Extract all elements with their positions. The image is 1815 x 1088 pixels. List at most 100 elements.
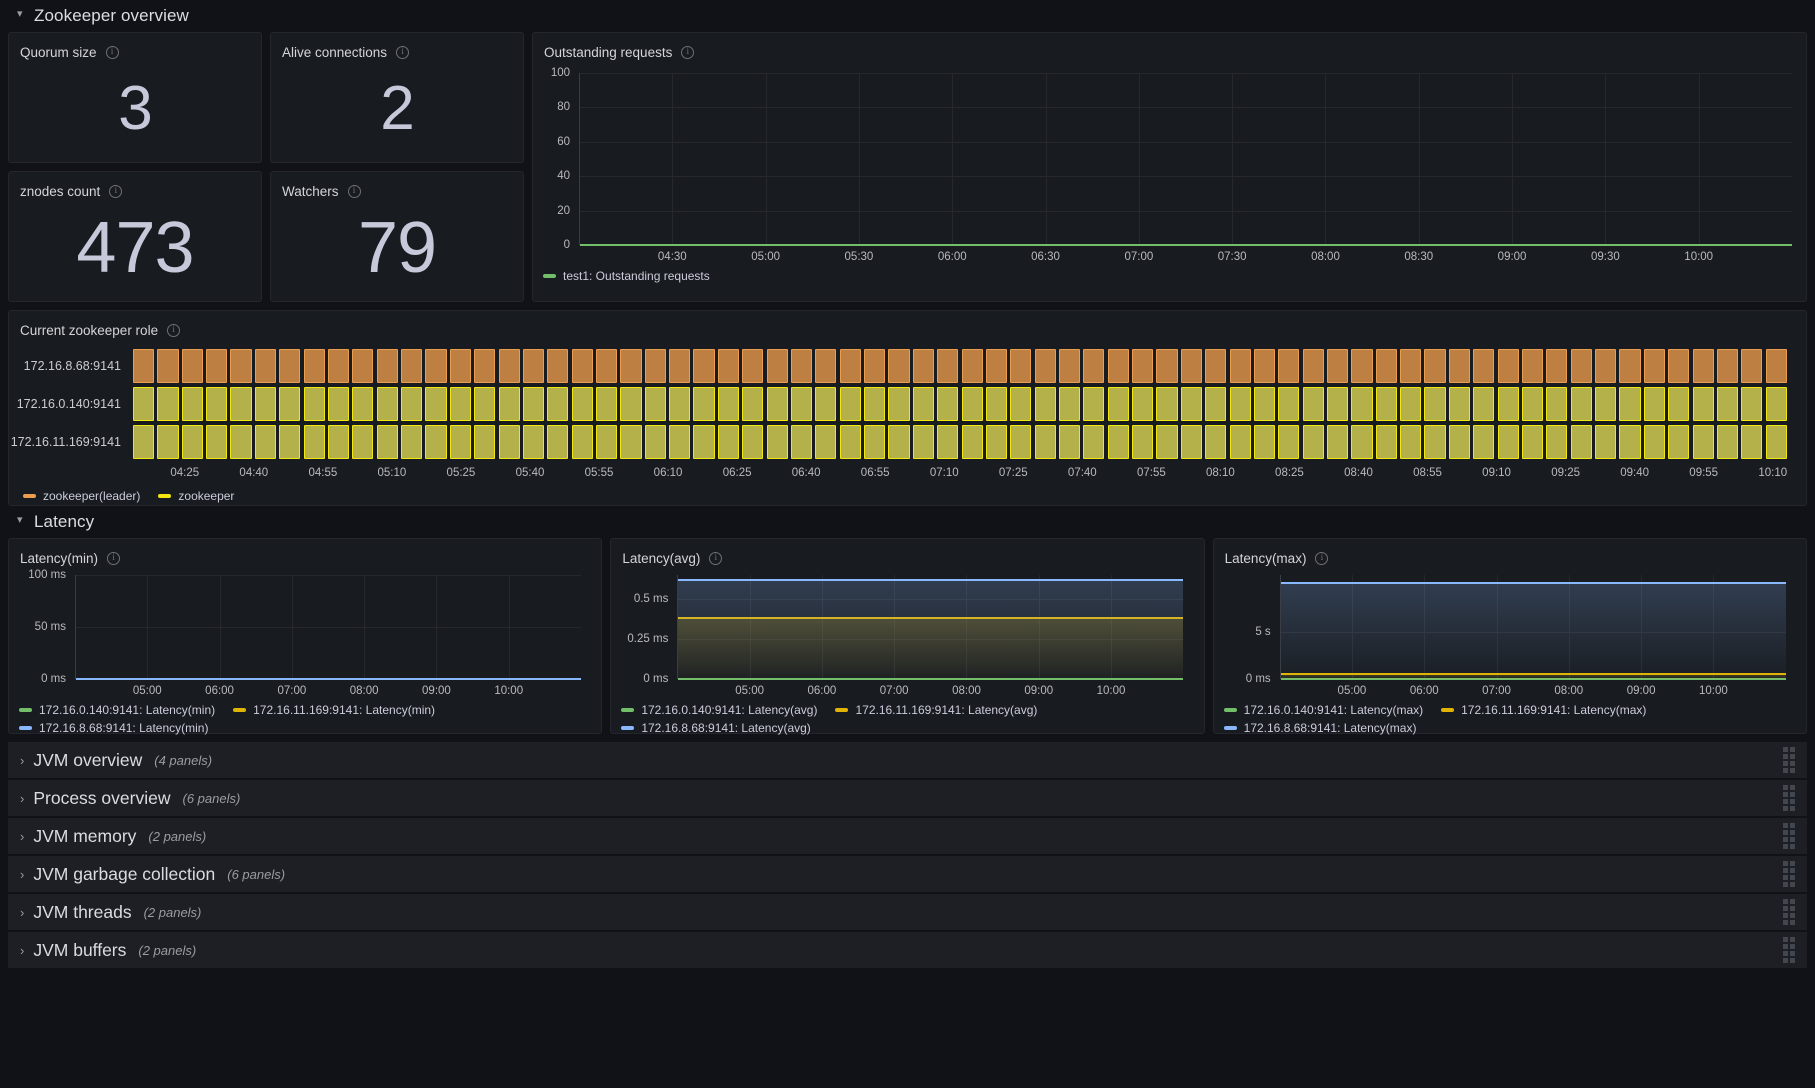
timeline-state-bar[interactable] <box>352 387 374 421</box>
timeline-state-bar[interactable] <box>1765 349 1787 383</box>
legend-item[interactable]: zookeeper(leader) <box>23 489 140 503</box>
timeline-state-bar[interactable] <box>1205 349 1227 383</box>
info-icon[interactable]: i <box>709 552 723 565</box>
timeline-state-bar[interactable] <box>937 349 959 383</box>
timeline-state-bar[interactable] <box>547 387 569 421</box>
drag-handle-icon[interactable] <box>1783 899 1795 925</box>
timeline-state-bar[interactable] <box>693 387 715 421</box>
legend-item[interactable]: 172.16.8.68:9141: Latency(max) <box>1223 721 1416 735</box>
timeline-state-bar[interactable] <box>766 425 788 459</box>
timeline-state-bar[interactable] <box>522 387 545 421</box>
collapsed-row-5[interactable]: ›JVM threads(2 panels) <box>8 894 1807 930</box>
panel-alive-connections[interactable]: Alive connections i 2 <box>270 32 524 163</box>
timeline-state-bar[interactable] <box>1278 425 1300 459</box>
timeline-state-bar[interactable] <box>547 425 569 459</box>
timeline-state-bar[interactable] <box>254 387 276 421</box>
timeline-state-bar[interactable] <box>1546 387 1568 421</box>
timeline-state-bar[interactable] <box>303 349 325 383</box>
timeline-state-bar[interactable] <box>1668 387 1690 421</box>
timeline-state-bar[interactable] <box>766 349 788 383</box>
timeline-state-bar[interactable] <box>376 425 398 459</box>
timeline-state-bar[interactable] <box>620 387 642 421</box>
timeline-state-bar[interactable] <box>888 349 910 383</box>
timeline-state-bar[interactable] <box>1448 349 1470 383</box>
timeline-state-bar[interactable] <box>1058 349 1081 383</box>
timeline-state-bar[interactable] <box>474 387 496 421</box>
timeline-state-bar[interactable] <box>1034 349 1056 383</box>
timeline-state-bar[interactable] <box>327 387 350 421</box>
timeline-state-bar[interactable] <box>815 425 837 459</box>
timeline-state-bar[interactable] <box>401 349 423 383</box>
timeline-state-bar[interactable] <box>1400 425 1422 459</box>
timeline-state-bar[interactable] <box>1107 425 1129 459</box>
timeline-state-bar[interactable] <box>230 387 252 421</box>
timeline-state-bar[interactable] <box>1180 425 1202 459</box>
drag-handle-icon[interactable] <box>1783 937 1795 963</box>
legend-item[interactable]: 172.16.8.68:9141: Latency(min) <box>19 721 208 735</box>
timeline-state-bar[interactable] <box>937 387 959 421</box>
timeline-state-bar[interactable] <box>669 387 691 421</box>
collapsed-row-3[interactable]: ›JVM memory(2 panels) <box>8 818 1807 854</box>
timeline-state-bar[interactable] <box>693 425 715 459</box>
timeline-state-bar[interactable] <box>327 349 350 383</box>
timeline-state-bar[interactable] <box>401 425 423 459</box>
timeline-state-bar[interactable] <box>425 425 447 459</box>
timeline-state-bar[interactable] <box>1570 387 1592 421</box>
timeline-state-bar[interactable] <box>522 425 545 459</box>
timeline-state-bar[interactable] <box>644 387 666 421</box>
timeline-state-bar[interactable] <box>1156 387 1178 421</box>
timeline-state-bar[interactable] <box>1765 425 1787 459</box>
timeline-state-bar[interactable] <box>985 349 1008 383</box>
timeline-state-bar[interactable] <box>498 387 520 421</box>
timeline-state-bar[interactable] <box>376 349 398 383</box>
timeline-state-bar[interactable] <box>742 349 764 383</box>
timeline-state-bar[interactable] <box>669 425 691 459</box>
timeline-state-bar[interactable] <box>303 425 325 459</box>
timeline-state-bar[interactable] <box>717 425 739 459</box>
timeline-state-bar[interactable] <box>547 349 569 383</box>
timeline-state-bar[interactable] <box>937 425 959 459</box>
timeline-state-bar[interactable] <box>425 387 447 421</box>
timeline-state-bar[interactable] <box>1107 387 1129 421</box>
panel-current-zookeeper-role[interactable]: Current zookeeper role i 172.16.8.68:914… <box>8 310 1807 506</box>
timeline-state-bar[interactable] <box>815 387 837 421</box>
panel-znodes-count[interactable]: znodes count i 473 <box>8 171 262 302</box>
timeline-state-bar[interactable] <box>1497 425 1519 459</box>
timeline-state-bar[interactable] <box>595 387 618 421</box>
timeline-state-bar[interactable] <box>839 425 861 459</box>
timeline-state-bar[interactable] <box>1327 349 1349 383</box>
timeline-state-bar[interactable] <box>352 425 374 459</box>
timeline-state-bar[interactable] <box>790 349 813 383</box>
timeline-state-bar[interactable] <box>1229 349 1251 383</box>
timeline-state-bar[interactable] <box>230 349 252 383</box>
timeline-state-bar[interactable] <box>1424 349 1446 383</box>
timeline-state-bar[interactable] <box>498 349 520 383</box>
info-icon[interactable]: i <box>396 46 410 59</box>
timeline-state-bar[interactable] <box>254 425 276 459</box>
timeline-state-bar[interactable] <box>1668 349 1690 383</box>
timeline-state-bar[interactable] <box>1400 349 1422 383</box>
timeline-state-bar[interactable] <box>206 387 228 421</box>
timeline-state-bar[interactable] <box>1692 387 1714 421</box>
timeline-state-bar[interactable] <box>181 349 203 383</box>
timeline-state-bar[interactable] <box>157 425 179 459</box>
timeline-state-bar[interactable] <box>1010 387 1032 421</box>
timeline-state-bar[interactable] <box>1058 387 1081 421</box>
timeline-state-bar[interactable] <box>644 349 666 383</box>
timeline-state-bar[interactable] <box>864 387 886 421</box>
timeline-state-bar[interactable] <box>1546 425 1568 459</box>
timeline-state-bar[interactable] <box>206 349 228 383</box>
timeline-state-bar[interactable] <box>571 425 593 459</box>
timeline-state-bar[interactable] <box>1302 387 1324 421</box>
timeline-state-bar[interactable] <box>1668 425 1690 459</box>
timeline-state-bar[interactable] <box>279 387 301 421</box>
timeline-state-bar[interactable] <box>1058 425 1081 459</box>
timeline-state-bar[interactable] <box>1570 349 1592 383</box>
timeline-state-bar[interactable] <box>1424 387 1446 421</box>
timeline-state-bar[interactable] <box>1010 425 1032 459</box>
